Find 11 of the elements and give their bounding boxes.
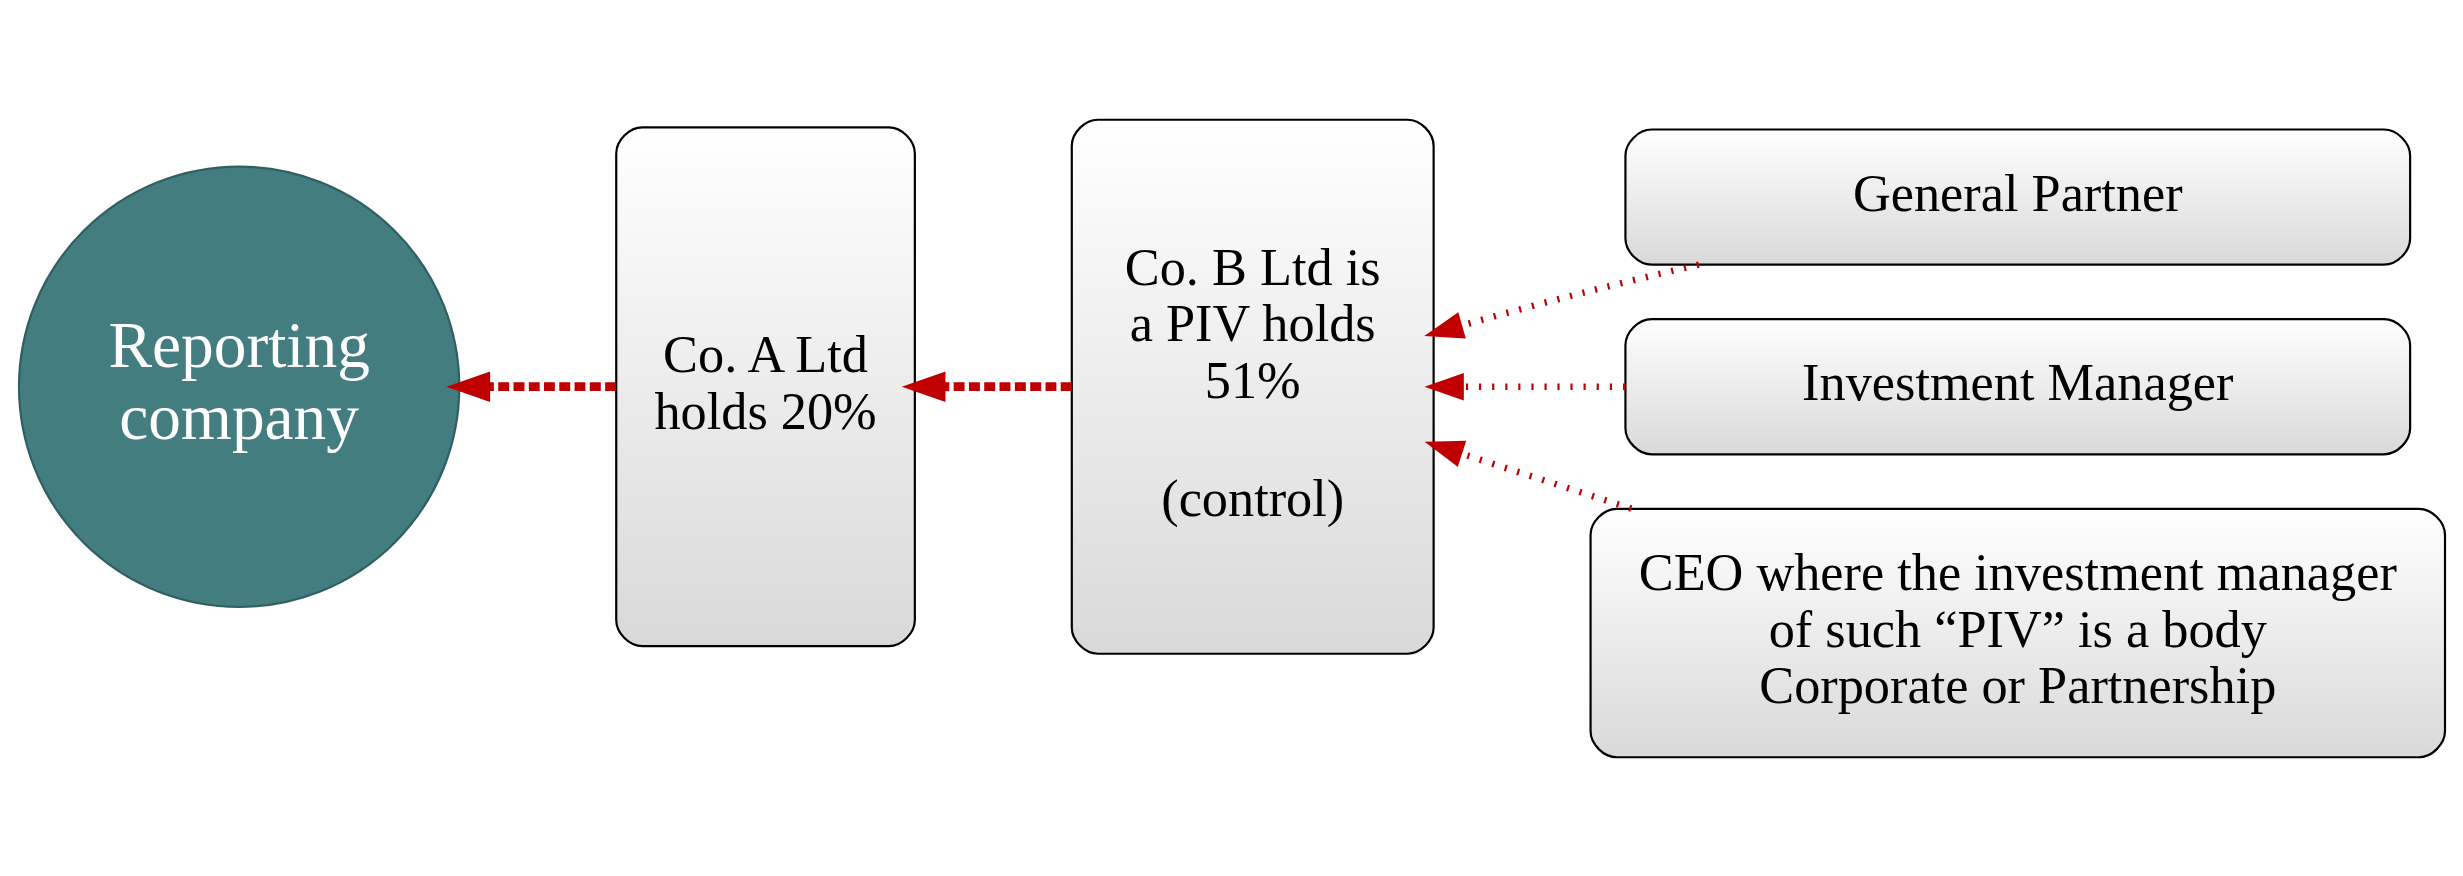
node-box: Co. B Ltd is a PIV holds 51% (control) (1070, 118, 1435, 655)
arrow (1423, 261, 1700, 339)
node-box: General Partner (1623, 127, 2411, 266)
node-box: Co. A Ltd holds 20% (614, 125, 916, 647)
arrow (1424, 372, 1625, 400)
node-circle: Reporting company (17, 165, 460, 608)
node-box: CEO where the investment manager of such “PIV” is a body Corporate or Partnership (1588, 507, 2446, 758)
node-box: Investment Manager (1623, 317, 2411, 455)
arrow (1424, 440, 1632, 512)
arrow (901, 370, 1071, 402)
arrow (445, 370, 616, 402)
